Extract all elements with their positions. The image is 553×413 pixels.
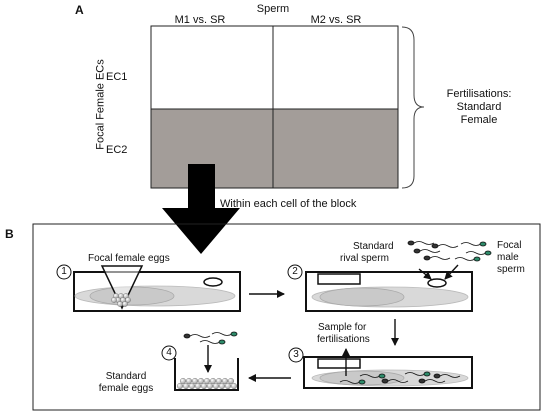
sperm-cells	[183, 240, 492, 385]
panel-b-frame	[32, 223, 541, 411]
dish-1	[73, 265, 241, 312]
big-down-arrow	[162, 164, 240, 254]
bracket-label-line1: Fertilisations:	[446, 88, 512, 100]
cell-ec2-m2	[272, 108, 399, 189]
step-number-2: 2	[292, 266, 298, 277]
step-circle-4	[161, 345, 177, 361]
focal-female-heading: Focal Female ECs	[94, 59, 107, 150]
fertilisation-bracket	[401, 26, 425, 189]
row-ec1-label: EC1	[106, 71, 128, 83]
dish-2	[305, 271, 473, 312]
cell-ec1-m2	[272, 25, 399, 110]
within-block-label: Within each cell of the block	[220, 198, 357, 210]
focal-sperm-arrow	[444, 264, 459, 280]
step-number-1: 1	[61, 266, 67, 277]
focal-sperm-label-line2: male	[497, 252, 519, 263]
row-ec2-label: EC2	[106, 144, 128, 156]
sample-label-line2: fertilisations	[317, 334, 370, 345]
column-m2-label: M2 vs. SR	[310, 14, 362, 26]
standard-eggs-label-line2: female eggs	[98, 383, 154, 394]
standard-eggs-label-line1: Standard	[105, 371, 147, 382]
rival-sperm-label-line1: Standard	[353, 241, 394, 252]
sample-label-line1: Sample for	[318, 322, 367, 333]
step-number-4: 4	[166, 347, 172, 358]
panel-b-label: B	[5, 227, 14, 241]
focal-female-eggs-label: Focal female eggs	[88, 253, 170, 264]
cell-ec2-m1	[150, 108, 274, 189]
rival-sperm-label-line2: rival sperm	[340, 253, 389, 264]
dish-3	[303, 356, 473, 389]
design-grid	[150, 25, 399, 189]
step-number-3: 3	[293, 349, 299, 360]
step-circle-1	[56, 264, 72, 280]
focal-sperm-label-line1: Focal	[497, 240, 522, 251]
sperm-heading: Sperm	[256, 3, 290, 15]
beaker-4	[174, 358, 239, 391]
rival-sperm-arrow	[418, 268, 432, 280]
cell-ec1-m1	[150, 25, 274, 110]
step-circle-3	[288, 347, 304, 363]
bracket-label-line2: Standard	[456, 101, 502, 113]
bracket-label-line3: Female	[460, 114, 498, 126]
focal-sperm-label-line3: sperm	[497, 264, 525, 275]
column-m1-label: M1 vs. SR	[174, 14, 226, 26]
step-circle-2	[287, 264, 303, 280]
panel-a-label: A	[75, 3, 84, 17]
